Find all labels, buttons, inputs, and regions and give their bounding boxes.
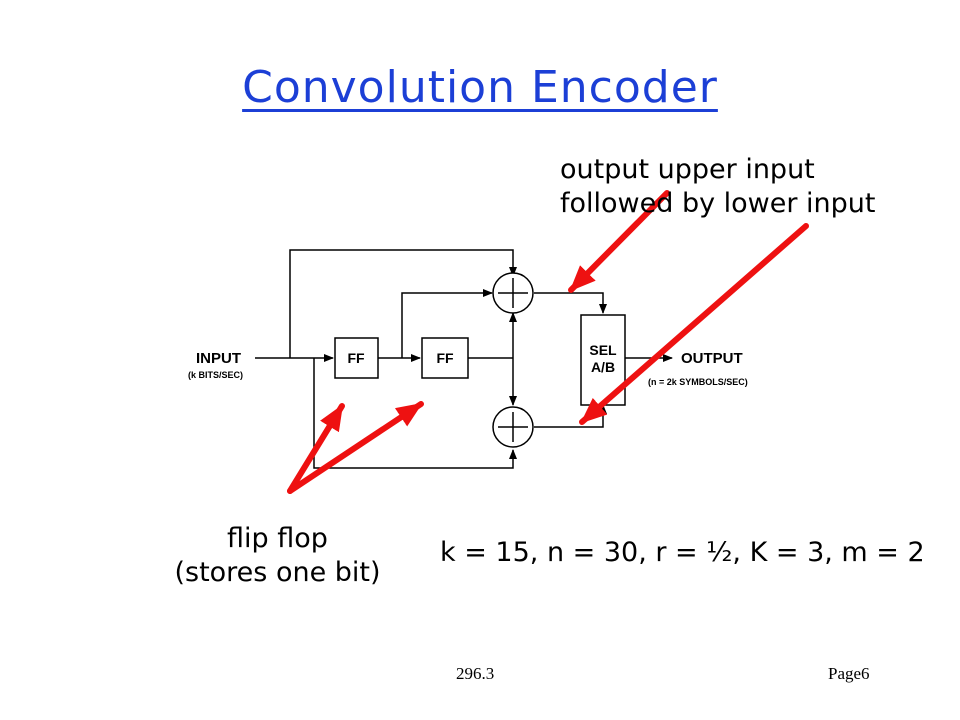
output-rate-label: (n = 2k SYMBOLS/SEC) bbox=[648, 377, 748, 387]
page-title: Convolution Encoder bbox=[242, 62, 718, 113]
parameters-text: k = 15, n = 30, r = ½, K = 3, m = 2 bbox=[440, 537, 925, 568]
annotation-arrow-upper bbox=[568, 190, 670, 293]
flip-flop-annotation: flip flop (stores one bit) bbox=[150, 522, 405, 590]
annotation-arrow-ff2 bbox=[287, 401, 424, 494]
input-label: INPUT bbox=[196, 350, 241, 367]
input-to-upper-adder-wire bbox=[289, 249, 517, 358]
upper-adder bbox=[492, 272, 534, 314]
flip-flop-annotation-line1: flip flop bbox=[227, 523, 328, 554]
ff1-block bbox=[334, 337, 379, 379]
flip-flop-annotation-line2: (stores one bit) bbox=[174, 557, 381, 588]
footer-course-number: 296.3 bbox=[456, 664, 495, 683]
footer-page-number: Page6 bbox=[828, 664, 870, 683]
annotation-arrow-lower bbox=[579, 223, 809, 425]
lower-adder bbox=[492, 406, 534, 448]
sel-ab-label: A/B bbox=[591, 359, 615, 375]
sel-label: SEL bbox=[589, 342, 617, 358]
ff2-label: FF bbox=[436, 350, 454, 366]
upper-adder-to-sel-wire bbox=[534, 292, 607, 314]
output-label: OUTPUT bbox=[681, 350, 743, 367]
annotation-arrow-ff1 bbox=[287, 403, 345, 494]
output-annotation: output upper input followed by lower inp… bbox=[560, 153, 876, 221]
output-annotation-line2: followed by lower input bbox=[560, 188, 876, 219]
output-annotation-line1: output upper input bbox=[560, 154, 815, 185]
input-to-lower-adder-wire bbox=[313, 358, 517, 469]
input-rate-label: (k BITS/SEC) bbox=[188, 370, 243, 380]
ff1-label: FF bbox=[347, 350, 365, 366]
ff1-to-upper-adder-wire bbox=[401, 289, 493, 358]
ff2-block bbox=[421, 337, 469, 379]
